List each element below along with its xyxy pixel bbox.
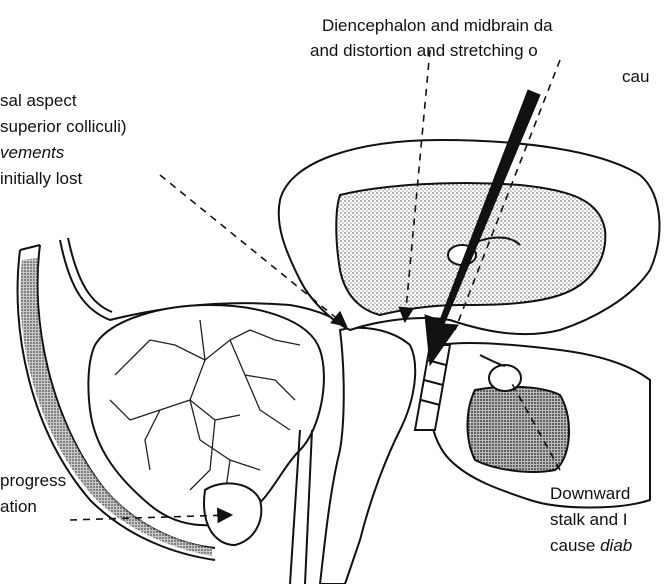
label-bottom-left-line2: ation <box>0 496 37 517</box>
label-bottom-right-line3-prefix: cause <box>550 536 600 555</box>
label-top-right-line3: cau <box>622 66 649 87</box>
label-top-left-line4: initially lost <box>0 168 82 189</box>
label-top-right-line1: Diencephalon and midbrain da <box>322 15 553 36</box>
label-top-left-line2: superior colliculi) <box>0 116 127 137</box>
label-bottom-right-line2: stalk and I <box>550 509 628 530</box>
label-bottom-right-line3: cause diab <box>550 535 632 556</box>
label-top-left-line3: vements <box>0 142 64 163</box>
pituitary-gland <box>489 365 521 391</box>
label-bottom-right-line3-italic: diab <box>600 536 632 555</box>
tonsil <box>204 483 261 545</box>
label-top-right-line2: and distortion and stretching o <box>310 40 538 61</box>
label-bottom-right-line1: Downward <box>550 483 630 504</box>
label-bottom-left-line1: progress <box>0 470 66 491</box>
label-top-left-line1: sal aspect <box>0 90 77 111</box>
brainstem <box>320 328 415 584</box>
